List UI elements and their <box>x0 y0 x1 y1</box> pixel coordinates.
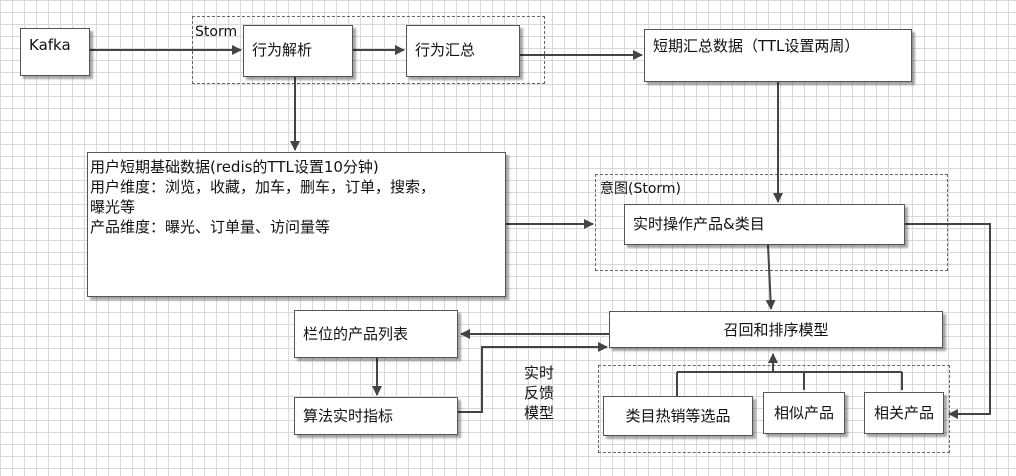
related-products-label: 相关产品 <box>873 404 934 422</box>
algo-metrics-label: 算法实时指标 <box>303 407 394 425</box>
similar-products-label: 相似产品 <box>773 404 834 422</box>
realtime-ops-label: 实时操作产品&类目 <box>633 215 765 233</box>
arrow-realtime-related <box>905 223 991 419</box>
related-products-node: 相关产品 <box>864 392 944 434</box>
user-data-line-2: 用户维度：浏览，收藏，加车，删车，订单，搜索， <box>90 178 436 196</box>
kafka-label: Kafka <box>29 36 71 54</box>
realtime-ops-node: 实时操作产品&类目 <box>624 204 905 245</box>
intent-group-label: 意图(Storm) <box>600 181 682 197</box>
hot-category-node: 类目热销等选品 <box>603 396 753 436</box>
feedback-label-line-1: 实时 <box>524 364 555 382</box>
storm-group-label: Storm <box>195 24 238 40</box>
feedback-label-line-3: 模型 <box>524 404 555 422</box>
behavior-summary-node: 行为汇总 <box>406 25 520 77</box>
recall-rank-label: 召回和排序模型 <box>723 320 829 339</box>
user-data-line-4: 产品维度：曝光、订单量、访问量等 <box>90 218 331 236</box>
user-data-line-3: 曝光等 <box>90 198 136 216</box>
hot-category-label: 类目热销等选品 <box>625 407 731 425</box>
arrow-realtime-recall <box>765 244 776 310</box>
recall-rank-node: 召回和排序模型 <box>609 311 943 348</box>
kafka-node: Kafka <box>20 28 90 76</box>
behavior-parse-node: 行为解析 <box>243 25 353 77</box>
feedback-label-line-2: 反馈 <box>524 384 555 402</box>
user-data-line-1: 用户短期基础数据(redis的TTL设置10分钟) <box>90 158 379 176</box>
slot-list-node: 栏位的产品列表 <box>294 310 458 358</box>
behavior-summary-label: 行为汇总 <box>415 41 476 59</box>
feedback-label: 实时 反馈 模型 <box>524 363 554 423</box>
algo-metrics-node: 算法实时指标 <box>294 397 458 435</box>
intent-group <box>595 174 948 271</box>
short-summary-node: 短期汇总数据（TTL设置两周） <box>644 29 912 82</box>
similar-products-node: 相似产品 <box>763 392 845 434</box>
user-data-node: 用户短期基础数据(redis的TTL设置10分钟) 用户维度：浏览，收藏，加车，… <box>87 152 506 297</box>
short-summary-label: 短期汇总数据（TTL设置两周） <box>653 37 860 55</box>
behavior-parse-label: 行为解析 <box>252 41 313 59</box>
slot-list-label: 栏位的产品列表 <box>303 325 409 343</box>
arrow-metrics-recall <box>458 342 608 413</box>
